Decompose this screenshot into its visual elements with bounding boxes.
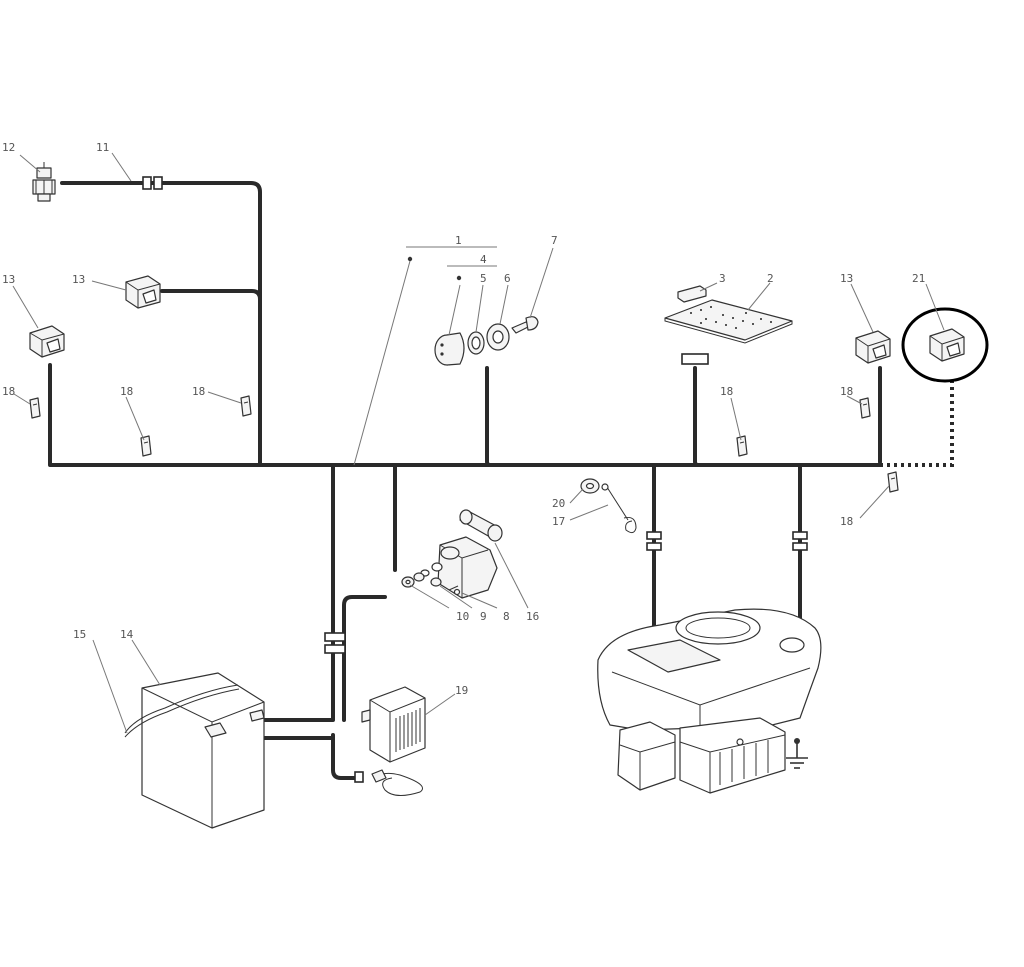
callout-7: 7 — [551, 234, 558, 247]
callout-11: 11 — [96, 141, 109, 154]
safety-switch-icon — [855, 330, 891, 364]
callout-10: 10 — [456, 610, 469, 623]
callout-18: 18 — [192, 385, 205, 398]
cable-clip-icon — [240, 395, 252, 417]
callout-9: 9 — [480, 610, 487, 623]
highlight-circle — [901, 307, 989, 383]
callout-15: 15 — [73, 628, 86, 641]
safety-switch-icon — [29, 325, 65, 358]
callout-18: 18 — [840, 385, 853, 398]
callout-13: 13 — [72, 273, 85, 286]
ground-icon — [786, 738, 808, 769]
charger-icon — [361, 686, 426, 796]
cable-clip-icon — [736, 435, 748, 457]
cable-clip-icon — [29, 397, 41, 419]
callout-13: 13 — [2, 273, 15, 286]
cable-clip-icon — [887, 471, 899, 493]
cable-clip-icon — [859, 397, 871, 419]
callout-18: 18 — [2, 385, 15, 398]
callout-5: 5 — [480, 272, 487, 285]
callout-14: 14 — [120, 628, 134, 641]
wiring-harness — [48, 181, 954, 780]
callout-3: 3 — [719, 272, 726, 285]
battery-icon — [124, 672, 265, 829]
callout-17: 17 — [552, 515, 565, 528]
cable-clip-icon — [140, 435, 152, 457]
callout-2: 2 — [767, 272, 774, 285]
callout-12: 12 — [2, 141, 15, 154]
ground-cable-icon — [580, 478, 637, 534]
leader-lines — [12, 152, 945, 734]
callout-21: 21 — [912, 272, 925, 285]
callout-16: 16 — [526, 610, 539, 623]
callout-4: 4 — [480, 253, 487, 266]
callout-8: 8 — [503, 610, 510, 623]
safety-switch-icon — [929, 328, 965, 362]
callout-18: 18 — [720, 385, 733, 398]
inline-connectors — [142, 176, 808, 783]
callout-18: 18 — [120, 385, 133, 398]
callout-19: 19 — [455, 684, 468, 697]
ignition-key-icon — [434, 316, 539, 366]
callout-1: 1 — [455, 234, 462, 247]
solenoid-icon — [401, 509, 503, 599]
callout-13: 13 — [840, 272, 853, 285]
engine-icon — [597, 608, 822, 794]
callout-6: 6 — [504, 272, 511, 285]
safety-switch-icon — [125, 275, 161, 309]
callout-18: 18 — [840, 515, 853, 528]
callout-20: 20 — [552, 497, 565, 510]
callout-labels: 12 11 13 13 18 18 18 1 4 5 6 7 3 2 18 13… — [2, 141, 925, 697]
oil-pressure-sensor-icon — [32, 162, 56, 202]
circuit-board-icon — [664, 285, 793, 344]
